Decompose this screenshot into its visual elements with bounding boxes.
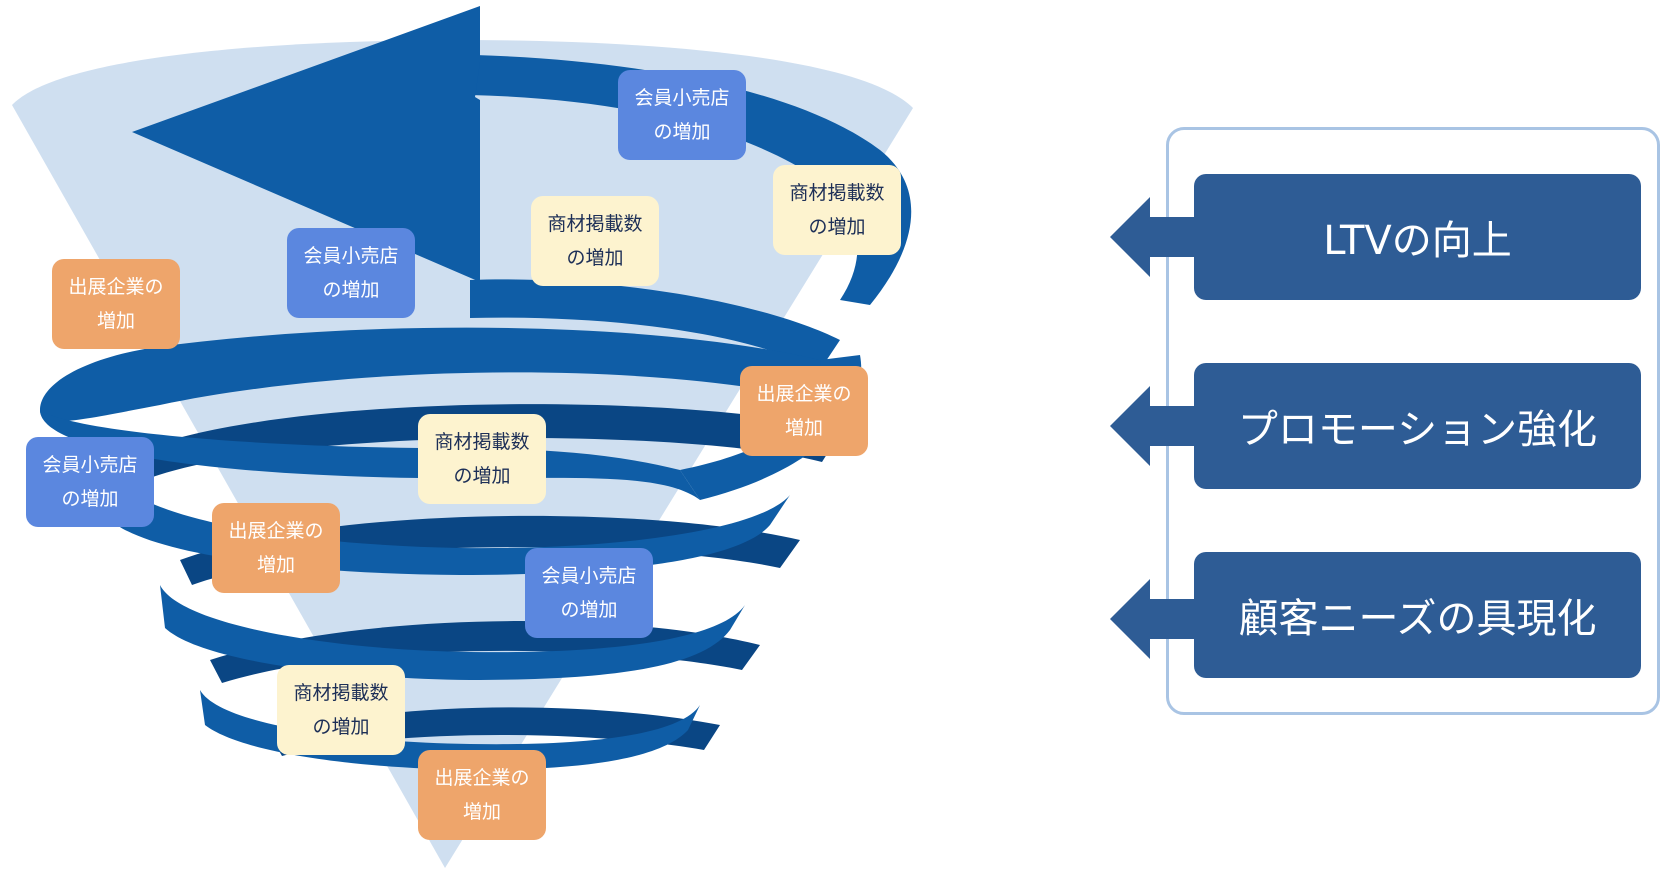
tag-line1: 出展企業の: [434, 767, 530, 789]
tag-product-increase: 商材掲載数の増加: [418, 414, 546, 504]
tag-line2: の増加: [322, 279, 380, 301]
tag-line1: 出展企業の: [228, 520, 324, 542]
tag-line1: 商材掲載数: [547, 213, 643, 235]
goal-promotion: プロモーション強化: [1194, 363, 1641, 489]
left-arrow-icon: [1110, 386, 1200, 466]
tag-line2: 増加: [462, 801, 501, 823]
tag-product-increase: 商材掲載数の増加: [277, 665, 405, 755]
goal-label: 顧客ニーズの具現化: [1238, 596, 1597, 642]
spiral-front-bands: [40, 6, 912, 770]
goal-ltv: LTVの向上: [1194, 174, 1641, 300]
tag-retailer-increase: 会員小売店の増加: [525, 548, 653, 638]
tag-product-increase: 商材掲載数の増加: [773, 165, 901, 255]
tag-line1: 商材掲載数: [789, 182, 885, 204]
tag-line1: 出展企業の: [756, 383, 852, 405]
tag-exhibitor-increase: 出展企業の増加: [740, 366, 868, 456]
tag-line1: 会員小売店: [634, 87, 730, 109]
tag-exhibitor-increase: 出展企業の増加: [418, 750, 546, 840]
goal-customer-needs: 顧客ニーズの具現化: [1194, 552, 1641, 678]
tag-line1: 会員小売店: [541, 565, 637, 587]
tag-line2: の増加: [808, 216, 866, 238]
tag-line1: 会員小売店: [42, 454, 138, 476]
tag-retailer-increase: 会員小売店の増加: [618, 70, 746, 160]
goal-label: LTVの向上: [1323, 218, 1512, 264]
tag-product-increase: 商材掲載数の増加: [531, 196, 659, 286]
tag-retailer-increase: 会員小売店の増加: [287, 228, 415, 318]
tag-line2: の増加: [312, 716, 370, 738]
left-arrow-icon: [1110, 197, 1200, 277]
left-arrow-icon: [1110, 579, 1200, 659]
tag-line2: の増加: [560, 599, 618, 621]
tag-line2: 増加: [784, 417, 823, 439]
tag-line2: の増加: [453, 465, 511, 487]
tag-line2: の増加: [61, 488, 119, 510]
tag-line2: の増加: [566, 247, 624, 269]
tag-line2: 増加: [96, 310, 135, 332]
tag-exhibitor-increase: 出展企業の増加: [212, 503, 340, 593]
tag-exhibitor-increase: 出展企業の増加: [52, 259, 180, 349]
tag-line1: 商材掲載数: [293, 682, 389, 704]
goal-label: プロモーション強化: [1237, 407, 1598, 453]
tag-line2: の増加: [653, 121, 711, 143]
tag-line1: 商材掲載数: [434, 431, 530, 453]
tag-line1: 出展企業の: [68, 276, 164, 298]
tag-retailer-increase: 会員小売店の増加: [26, 437, 154, 527]
tag-line2: 増加: [256, 554, 295, 576]
tag-line1: 会員小売店: [303, 245, 399, 267]
